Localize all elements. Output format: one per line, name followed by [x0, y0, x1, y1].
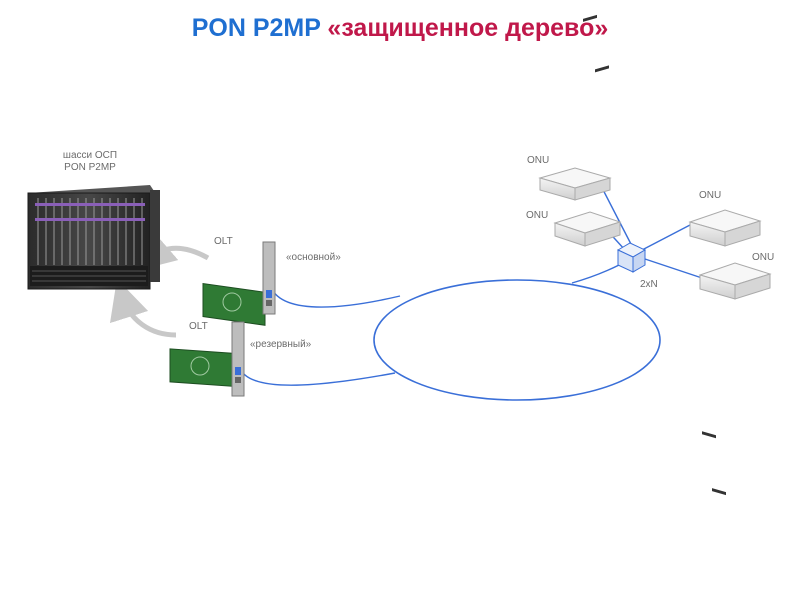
- olt-main-label: OLT: [214, 236, 233, 247]
- onu-label-2: ONU: [526, 210, 549, 221]
- fiber-reserve: [239, 367, 396, 386]
- onu-device-3: [688, 209, 762, 439]
- onu-label-1: ONU: [527, 155, 550, 166]
- chassis-label-line2: PON P2MP: [64, 162, 116, 173]
- chassis-rack: [27, 185, 160, 290]
- olt-main-role: «основной»: [286, 252, 341, 263]
- fiber-onu-4: [641, 257, 703, 279]
- onu-label-4: ONU: [752, 252, 775, 263]
- onu-label-3: ONU: [699, 190, 722, 201]
- olt-main-card: [202, 241, 276, 326]
- chassis-label-line1: шасси ОСП: [62, 150, 118, 161]
- fiber-ring: [373, 279, 661, 401]
- chassis-label: шасси ОСП PON P2MP: [40, 150, 140, 174]
- fiber-onu-3: [641, 224, 691, 251]
- olt-reserve-role: «резервный»: [250, 339, 312, 350]
- fiber-main: [269, 284, 401, 308]
- olt-reserve-label: OLT: [189, 321, 208, 332]
- splitter-box: [616, 242, 647, 273]
- splitter-label: 2xN: [640, 279, 658, 290]
- title-part-1: PON P2MP: [191, 14, 328, 42]
- arrow-reserve: [110, 278, 177, 338]
- olt-reserve-card: [169, 321, 245, 397]
- onu-device-4: [698, 262, 772, 496]
- page-title: PON P2MP «защищенное дерево»: [0, 14, 800, 43]
- title-part-2: «защищенное дерево»: [327, 14, 609, 42]
- onu-device-1: [538, 14, 612, 201]
- onu-device-2: [553, 65, 622, 247]
